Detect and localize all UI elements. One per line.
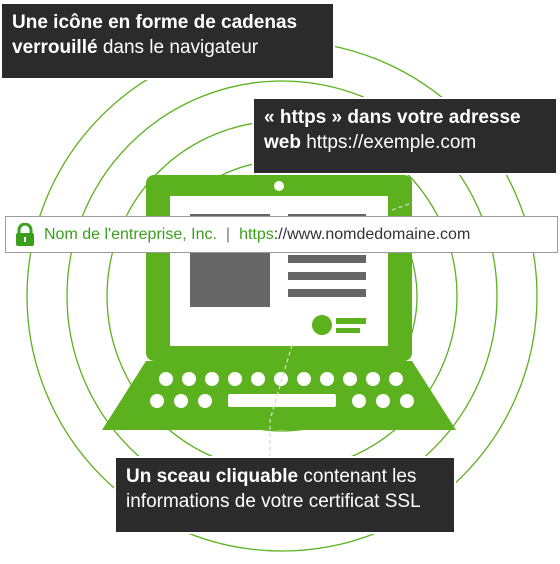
url-protocol: https xyxy=(239,225,274,243)
seal-icon xyxy=(312,315,332,335)
url-domain: ://www.nomdedomaine.com xyxy=(273,225,471,243)
padlock-icon xyxy=(16,222,34,246)
company-name: Nom de l'entreprise, Inc. xyxy=(44,225,217,243)
pointer-lines xyxy=(269,202,413,456)
browser-address-bar[interactable]: Nom de l'entreprise, Inc. | https://www.… xyxy=(5,216,558,253)
seal-callout: Un sceau cliquable contenant les informa… xyxy=(114,456,456,534)
lock-callout: Une icône en forme de cadenas verrouillé… xyxy=(0,2,335,80)
https-callout: « https » dans votre adresse web https:/… xyxy=(252,97,558,175)
laptop-illustration xyxy=(102,175,456,430)
webcam-icon xyxy=(274,181,284,191)
url-separator: | xyxy=(225,225,231,243)
keyboard-keys xyxy=(150,372,414,408)
